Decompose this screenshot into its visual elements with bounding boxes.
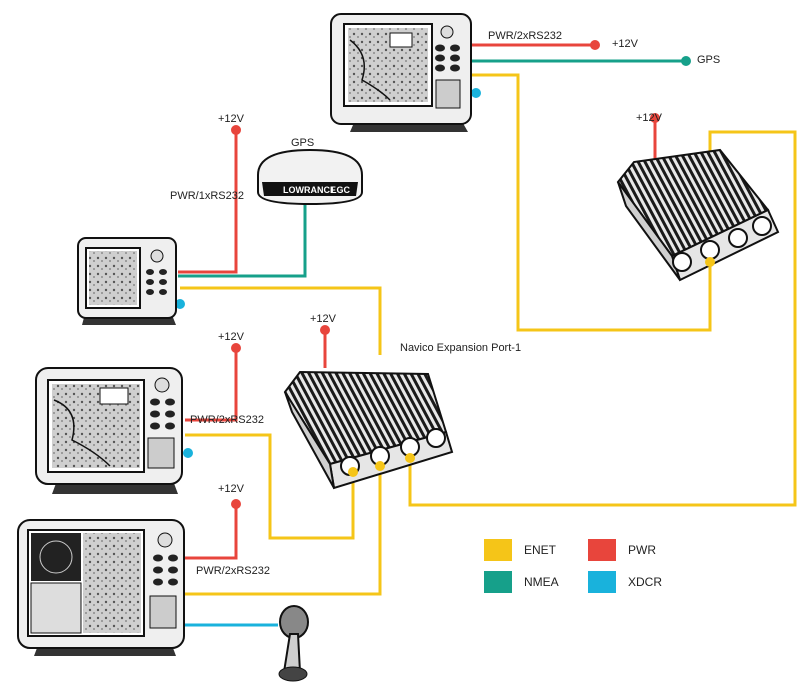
legend-item-xdcr: XDCR [588,571,662,593]
xdcr-terminal-middle [183,448,193,458]
pwr-cables [178,43,657,560]
nmea-terminal-top-gps [681,56,691,66]
gps-antenna-label: GPS [291,137,315,149]
nmea-cable-left-gps [178,200,307,278]
antenna-brand-text: LOWRANCE [283,185,336,195]
top-gps-label: GPS [697,54,721,66]
gps-antenna[interactable]: LOWRANCE LGC [257,148,363,206]
legend-label-nmea: NMEA [524,575,559,589]
enet-terminal-right-port [705,257,715,267]
legend-label-enet: ENET [524,543,557,557]
xdcr-terminal-left [175,299,185,309]
nmea-cables [178,59,686,278]
legend-swatch-pwr [588,539,616,561]
bottom-12v-label: +12V [218,483,244,495]
expansion-port-label: Navico Expansion Port-1 [400,342,522,354]
center-12v-label: +12V [310,313,336,325]
enet-cable-bottom-to-center [185,466,382,596]
top-12v-label: +12V [612,38,638,50]
top-pwr-label: PWR/2xRS232 [488,30,562,42]
legend-label-xdcr: XDCR [628,575,663,589]
expansion-port-right[interactable] [616,148,780,282]
left-12v-label: +12V [218,113,244,125]
legend-swatch-nmea [484,571,512,593]
antenna-model-text: LGC [331,185,350,195]
display-unit-middle[interactable] [35,367,183,494]
legend-item-nmea: NMEA [484,571,559,593]
pwr-terminal-top [590,40,600,50]
legend-label-pwr: PWR [628,543,656,557]
enet-terminal-center-3 [405,453,415,463]
legend-swatch-enet [484,539,512,561]
transducer[interactable] [278,605,309,682]
enet-terminal-center-2 [375,461,385,471]
enet-cable-right-port-to-center-port [408,130,797,507]
enet-cables [180,73,797,596]
display-unit-top[interactable] [330,13,472,132]
mid-pwr-label: PWR/2xRS232 [190,414,264,426]
expansion-port-center[interactable] [283,370,454,490]
legend-item-pwr: PWR [588,539,656,561]
pwr-terminal-middle [231,343,241,353]
enet-terminal-center-1 [348,467,358,477]
xdcr-terminal-top [471,88,481,98]
right-12v-label: +12V [636,112,662,124]
pwr-terminal-center [320,325,330,335]
legend-item-enet: ENET [484,539,556,561]
enet-cable-top-to-right-port [468,73,712,332]
pwr-cable-left [178,130,238,274]
pwr-cable-bottom [185,504,238,560]
display-unit-bottom[interactable] [17,519,185,656]
left-pwr-label: PWR/1xRS232 [170,190,244,202]
pwr-cable-middle [185,348,238,422]
enet-cable-middle-to-center [185,433,355,540]
enet-cable-left-to-center [180,286,382,355]
legend-swatch-xdcr [588,571,616,593]
pwr-terminal-bottom [231,499,241,509]
display-unit-left[interactable] [77,237,177,325]
bottom-pwr-label: PWR/2xRS232 [196,565,270,577]
mid-12v-label: +12V [218,331,244,343]
pwr-terminal-right [650,113,660,123]
pwr-terminal-left [231,125,241,135]
